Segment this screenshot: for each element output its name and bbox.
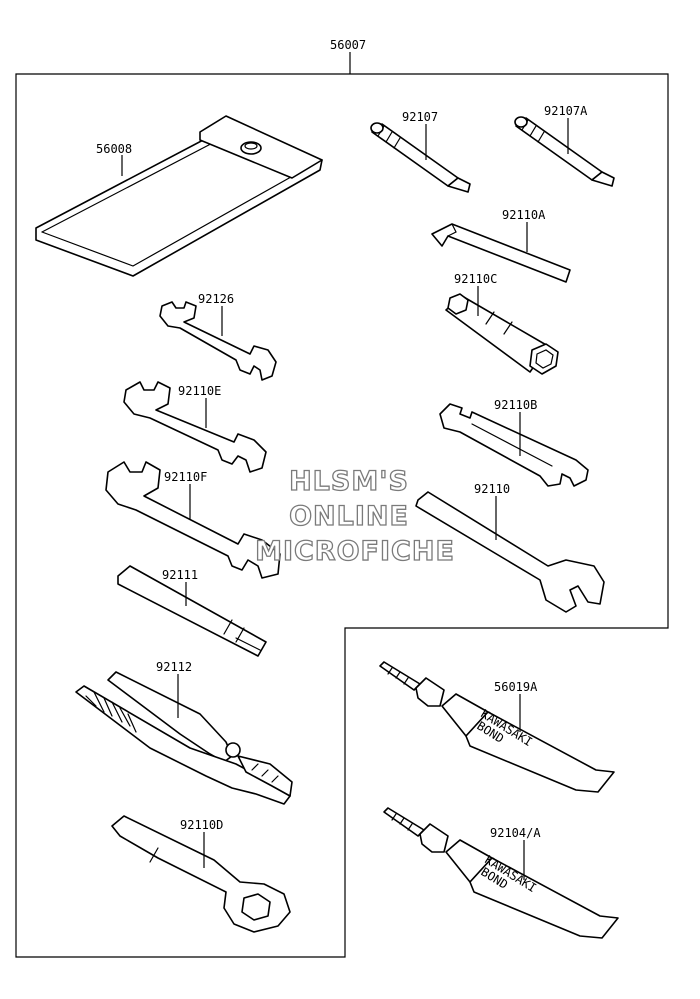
pliers [75,671,293,805]
label-screwdriver-1: 92107 [402,110,438,124]
assembly-frame [15,73,669,958]
bond-tube-2: KAWASAKI BOND [383,807,619,939]
label-screwdriver-2: 92107A [544,104,588,118]
watermark-line-3: MICROFICHE [255,536,455,567]
label-box-socket: 92110C [454,272,497,286]
screwdriver-bit-1 [370,122,471,193]
label-bond-tube-1: 56019A [494,680,538,694]
label-spoke-wrench: 92110B [494,398,537,412]
watermark-line-2: ONLINE [289,501,409,532]
handle-bar [117,565,267,657]
spanner-medium [123,381,267,473]
label-spanner-large: 92110F [164,470,207,484]
label-bond-tube-2: 92104/A [490,826,541,840]
tool-pouch [35,115,323,277]
ring-wrench [111,815,291,933]
screwdriver-bit-2 [514,116,615,187]
hex-key [431,223,571,283]
box-socket [445,293,559,375]
label-hook-spanner: 92110 [474,482,510,496]
label-spanner-medium: 92110E [178,384,221,398]
label-pliers: 92112 [156,660,192,674]
label-assembly: 56007 [330,38,366,52]
watermark: HLSM'S ONLINE MICROFICHE [254,465,455,567]
spanner-small [159,301,277,381]
label-handle-bar: 92111 [162,568,198,582]
label-hex-key: 92110A [502,208,546,222]
label-ring-wrench: 92110D [180,818,223,832]
spanner-large [105,461,281,579]
spoke-wrench [439,403,589,487]
watermark-line-1: HLSM'S [289,466,409,497]
label-pouch: 56008 [96,142,132,156]
label-spanner-small: 92126 [198,292,234,306]
hook-spanner [415,491,605,613]
